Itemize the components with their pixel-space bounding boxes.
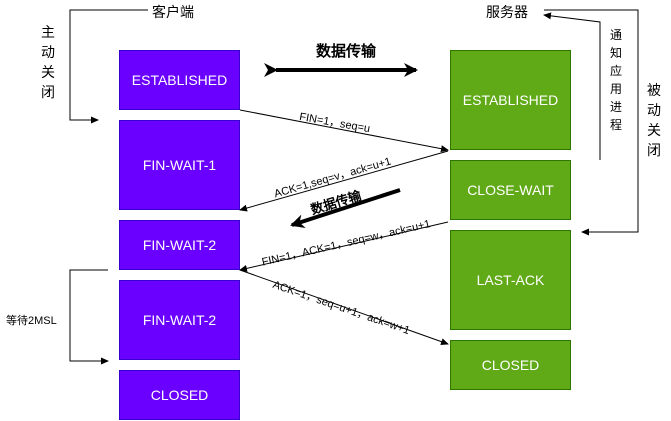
passive-close-label: 被动 关闭 [647, 82, 661, 158]
server-state-close-wait: CLOSE-WAIT [450, 160, 571, 220]
server-header-line [543, 12, 601, 160]
message-arrow-ack [239, 150, 449, 212]
message-arrow-fin [239, 109, 449, 153]
client-state-fin-wait-2: FIN-WAIT-2 [119, 220, 240, 270]
wait-2msl-line [69, 269, 109, 365]
client-state-fin-wait-1: FIN-WAIT-1 [119, 120, 240, 210]
server-state-established: ESTABLISHED [450, 50, 571, 150]
server-state-last-ack: LAST-ACK [450, 230, 571, 330]
data-transfer-label: 数据传输 [316, 43, 377, 60]
client-header: 客户端 [152, 4, 194, 20]
server-header: 服务器 [486, 4, 528, 20]
client-state-established: ESTABLISHED [119, 50, 240, 110]
client-state-closed: CLOSED [119, 370, 240, 420]
client-state-fin-wait-2-second: FIN-WAIT-2 [119, 280, 240, 360]
data-transfer-arrow-2 [290, 188, 401, 228]
wait-2msl-label: 等待2MSL [6, 315, 57, 327]
notify-app-label: 通知 应用 进程 [609, 28, 622, 132]
passive-close-line [544, 9, 639, 236]
message-arrow-final-ack [239, 269, 449, 345]
server-state-closed: CLOSED [450, 340, 571, 390]
message-arrow-fin-ack [239, 221, 449, 272]
client-header-line [69, 9, 148, 124]
active-close-label: 主动 关闭 [41, 24, 55, 100]
